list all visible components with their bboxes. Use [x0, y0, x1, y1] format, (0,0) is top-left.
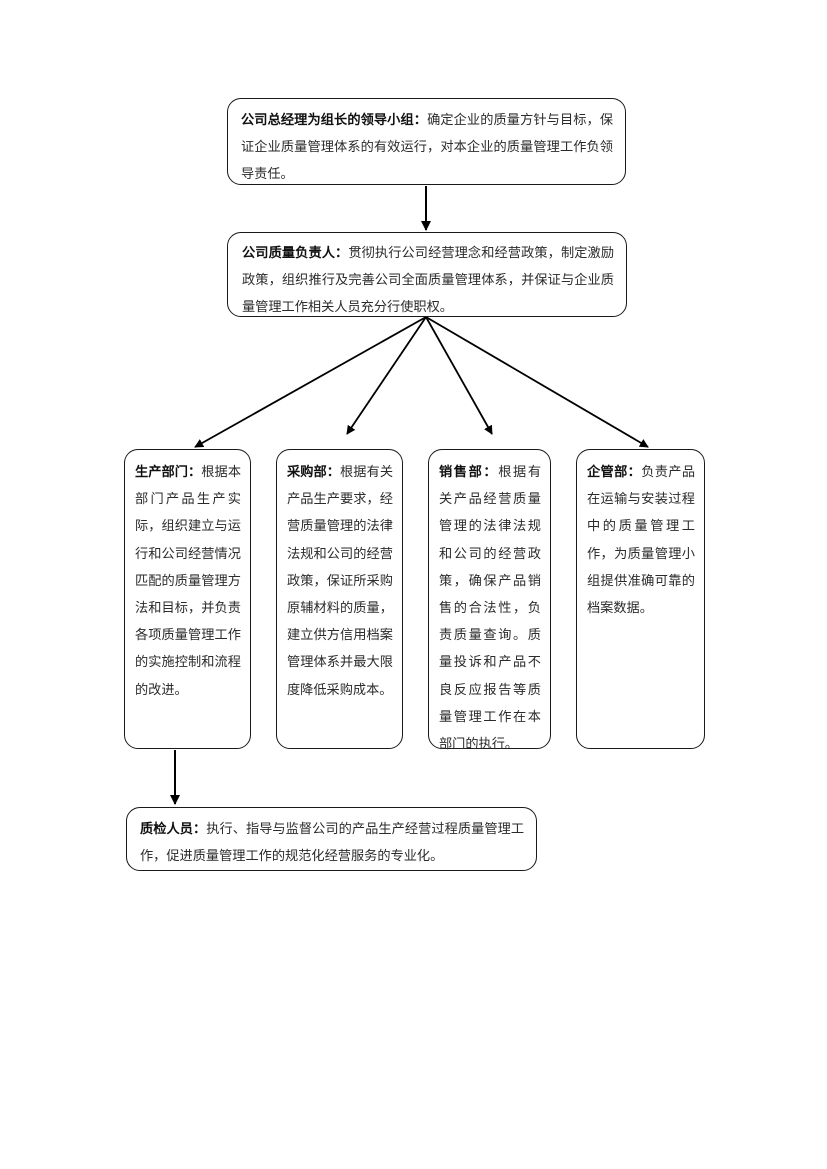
- node-dept-admin-label: 企管部：: [587, 465, 642, 480]
- node-inspector-body: 执行、指导与监督公司的产品生产经营过程质量管理工作，促进质量管理工作的规范化经营…: [140, 822, 525, 865]
- node-dept-production[interactable]: 生产部门：根据本部门产品生产实际，组织建立与运行和公司经营情况匹配的质量管理方法…: [124, 449, 251, 749]
- node-inspector-label: 质检人员：: [140, 822, 207, 837]
- node-dept-sales-text: 销售部：根据有关产品经营质量管理的法律法规和公司的经营政策，确保产品销售的合法性…: [439, 459, 541, 758]
- node-lead-group-label: 公司总经理为组长的领导小组：: [241, 113, 428, 128]
- node-dept-purchasing-text: 采购部：根据有关产品生产要求，经营质量管理的法律法规和公司的经营政策，保证所采购…: [287, 459, 393, 704]
- node-quality-head-text: 公司质量负责人：贯彻执行公司经营理念和经营政策，制定激励政策，组织推行及完善公司…: [242, 240, 614, 322]
- node-dept-purchasing-body: 根据有关产品生产要求，经营质量管理的法律法规和公司的经营政策，保证所采购原辅材料…: [287, 465, 394, 698]
- node-inspector[interactable]: 质检人员：执行、指导与监督公司的产品生产经营过程质量管理工作，促进质量管理工作的…: [126, 807, 537, 871]
- node-lead-group-body: 确定企业的质量方针与目标，保证企业质量管理体系的有效运行，对本企业的质量管理工作…: [241, 113, 614, 183]
- node-dept-sales[interactable]: 销售部：根据有关产品经营质量管理的法律法规和公司的经营政策，确保产品销售的合法性…: [428, 449, 551, 752]
- node-dept-admin-body: 负责产品在运输与安装过程中的质量管理工作，为质量管理小组提供准确可靠的档案数据。: [587, 465, 696, 617]
- node-dept-production-label: 生产部门：: [135, 465, 202, 480]
- node-dept-sales-label: 销售部：: [439, 465, 499, 480]
- node-quality-head[interactable]: 公司质量负责人：贯彻执行公司经营理念和经营政策，制定激励政策，组织推行及完善公司…: [227, 232, 627, 317]
- node-lead-group[interactable]: 公司总经理为组长的领导小组：确定企业的质量方针与目标，保证企业质量管理体系的有效…: [227, 98, 626, 185]
- node-quality-head-body: 贯彻执行公司经营理念和经营政策，制定激励政策，组织推行及完善公司全面质量管理体系…: [242, 246, 615, 316]
- node-dept-sales-body: 根据有关产品经营质量管理的法律法规和公司的经营政策，确保产品销售的合法性，负责质…: [439, 465, 542, 753]
- connector-quality-head-to-admin: [425, 316, 649, 448]
- node-inspector-text: 质检人员：执行、指导与监督公司的产品生产经营过程质量管理工作，促进质量管理工作的…: [140, 816, 524, 870]
- node-dept-admin[interactable]: 企管部：负责产品在运输与安装过程中的质量管理工作，为质量管理小组提供准确可靠的档…: [576, 449, 705, 749]
- connector-quality-head-to-production: [194, 316, 427, 448]
- connector-quality-head-to-purchasing: [346, 316, 427, 435]
- node-dept-purchasing-label: 采购部：: [287, 465, 341, 480]
- connector-quality-head-to-sales: [425, 316, 493, 435]
- node-dept-production-text: 生产部门：根据本部门产品生产实际，组织建立与运行和公司经营情况匹配的质量管理方法…: [135, 459, 241, 704]
- node-quality-head-label: 公司质量负责人：: [242, 246, 349, 261]
- node-dept-production-body: 根据本部门产品生产实际，组织建立与运行和公司经营情况匹配的质量管理方法和目标，并…: [135, 465, 242, 698]
- node-lead-group-text: 公司总经理为组长的领导小组：确定企业的质量方针与目标，保证企业质量管理体系的有效…: [241, 107, 613, 189]
- node-dept-admin-text: 企管部：负责产品在运输与安装过程中的质量管理工作，为质量管理小组提供准确可靠的档…: [587, 459, 695, 622]
- node-dept-purchasing[interactable]: 采购部：根据有关产品生产要求，经营质量管理的法律法规和公司的经营政策，保证所采购…: [276, 449, 403, 749]
